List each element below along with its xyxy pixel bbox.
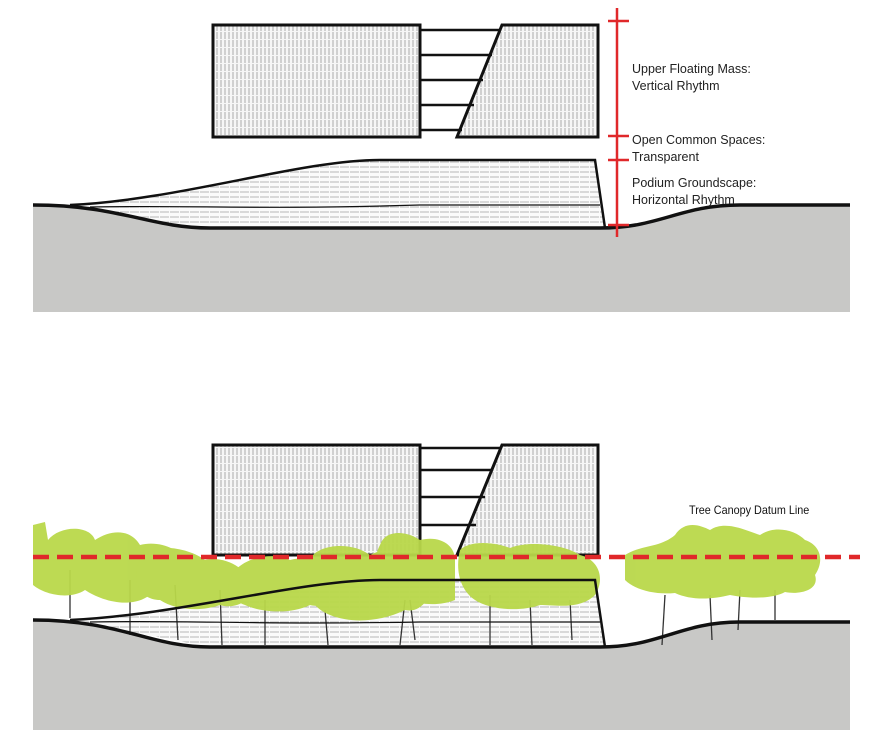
- upper-mass-subtitle: Vertical Rhythm: [632, 79, 720, 93]
- bottom-section: [32, 443, 860, 730]
- podium: [70, 160, 605, 228]
- ground-line: [32, 618, 850, 649]
- ground-mass: [33, 205, 850, 312]
- upper-mass-right: [454, 443, 600, 557]
- upper-mass-label: Upper Floating Mass: Vertical Rhythm: [632, 61, 751, 95]
- common-spaces-label: Open Common Spaces: Transparent: [632, 132, 765, 166]
- podium-label: Podium Groundscape: Horizontal Rhythm: [632, 175, 756, 209]
- upper-mass-left: [211, 23, 422, 139]
- podium-subtitle: Horizontal Rhythm: [632, 193, 735, 207]
- top-section: [32, 8, 850, 312]
- tree-canopy: [33, 522, 821, 621]
- ground-line: [32, 203, 850, 230]
- upper-mass-title: Upper Floating Mass:: [632, 62, 751, 76]
- height-scale: [608, 8, 629, 237]
- floor-lines: [420, 28, 500, 132]
- datum-line-label: Tree Canopy Datum Line: [689, 503, 810, 517]
- common-spaces-title: Open Common Spaces:: [632, 133, 766, 147]
- upper-mass-right: [454, 23, 600, 139]
- common-spaces-subtitle: Transparent: [632, 150, 699, 164]
- podium-title: Podium Groundscape:: [632, 176, 757, 190]
